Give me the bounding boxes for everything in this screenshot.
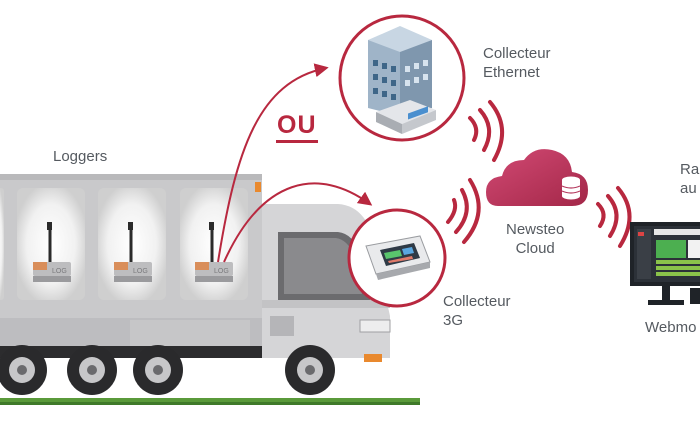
cloud-icon <box>486 149 588 206</box>
webmonitor-screen <box>630 222 700 305</box>
logger-device-1: LOG <box>33 222 71 282</box>
3g-collector-device <box>365 235 431 280</box>
label-collecteur-ethernet: Collecteur Ethernet <box>483 44 551 82</box>
truck-wheels <box>0 345 335 395</box>
truck <box>0 174 391 395</box>
label-loggers-text: Loggers <box>53 148 108 165</box>
label-newsteo-cloud: Newsteo Cloud <box>506 220 564 258</box>
ground <box>0 398 420 405</box>
label-collecteur-ethernet-line1: Collecteur <box>483 45 551 62</box>
logger-tag: LOG <box>133 268 148 275</box>
arrow-to-ethernet-collector <box>217 63 329 263</box>
label-ou: OU <box>276 111 318 143</box>
label-collecteur-3g-line2: 3G <box>443 312 464 329</box>
label-webmonitor-partial: Webmo <box>645 318 696 337</box>
label-rapports-line1: Ra <box>680 161 700 178</box>
label-rapports-line2: au <box>680 180 697 197</box>
building-icon <box>368 26 432 116</box>
label-collecteur-3g-line1: Collecteur <box>443 293 511 310</box>
label-rapports-partial: Ra au <box>680 160 699 198</box>
arrow-to-3g-collector <box>223 182 373 263</box>
label-collecteur-ethernet-line2: Ethernet <box>483 64 540 81</box>
label-loggers: Loggers <box>53 147 107 166</box>
wireless-waves-ethernet <box>468 100 505 162</box>
label-newsteo-cloud-line2: Cloud <box>515 240 555 257</box>
logger-tag: LOG <box>52 268 67 275</box>
label-ou-text: OU <box>277 111 317 139</box>
label-newsteo-cloud-line1: Newsteo <box>506 221 565 238</box>
3g-collector-circle <box>347 208 447 308</box>
wireless-waves-3g <box>446 178 481 244</box>
logger-device-3: LOG <box>195 222 233 282</box>
logger-device-2: LOG <box>114 222 152 282</box>
label-collecteur-3g: Collecteur 3G <box>443 292 511 330</box>
ethernet-collector-circle <box>338 14 466 142</box>
logger-tag: LOG <box>214 268 229 275</box>
ethernet-collector-device <box>376 100 436 134</box>
label-webmonitor-text: Webmo <box>645 319 697 336</box>
wireless-waves-cloud <box>596 186 632 248</box>
